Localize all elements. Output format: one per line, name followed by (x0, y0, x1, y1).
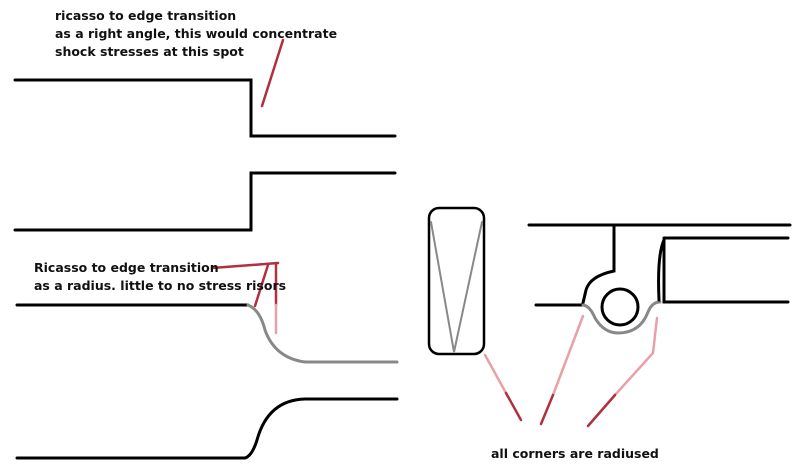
pointer-corner-3-light (613, 316, 659, 397)
pointer-corner-2 (539, 393, 555, 426)
blade-cross-section (427, 206, 486, 356)
mechanism-right-body (657, 236, 790, 304)
mechanism-radius-cut (581, 300, 662, 335)
note-line: Ricasso to edge transition (34, 260, 219, 275)
radius-profile-lower (15, 397, 399, 460)
pointer-right-angle (260, 38, 285, 108)
pointer-corner-3 (586, 393, 617, 428)
note-corners: all corners are radiused (491, 446, 659, 461)
pointer-corner-2-light (551, 314, 585, 397)
note-radius: Ricasso to edge transition as a radius. … (34, 259, 286, 295)
blade-cross-section-bevel (430, 221, 483, 353)
radius-profile-upper-curve (246, 303, 399, 364)
mechanism-left-body (534, 223, 616, 307)
note-line: shock stresses at this spot (55, 44, 244, 59)
pointer-radius-a (210, 261, 280, 270)
pointer-corner-1-light (483, 353, 508, 395)
right-angle-profile-lower (13, 171, 397, 232)
note-right-angle: ricasso to edge transition as a right an… (55, 7, 337, 61)
pointer-corner-1 (504, 391, 523, 422)
pivot-pin (600, 287, 640, 327)
note-line: as a radius. little to no stress risors (34, 278, 287, 293)
note-line: as a right angle, this would concentrate (55, 26, 338, 41)
note-line: ricasso to edge transition (55, 8, 237, 23)
pointer-radius-b (253, 263, 270, 308)
right-angle-profile-upper (13, 78, 397, 138)
